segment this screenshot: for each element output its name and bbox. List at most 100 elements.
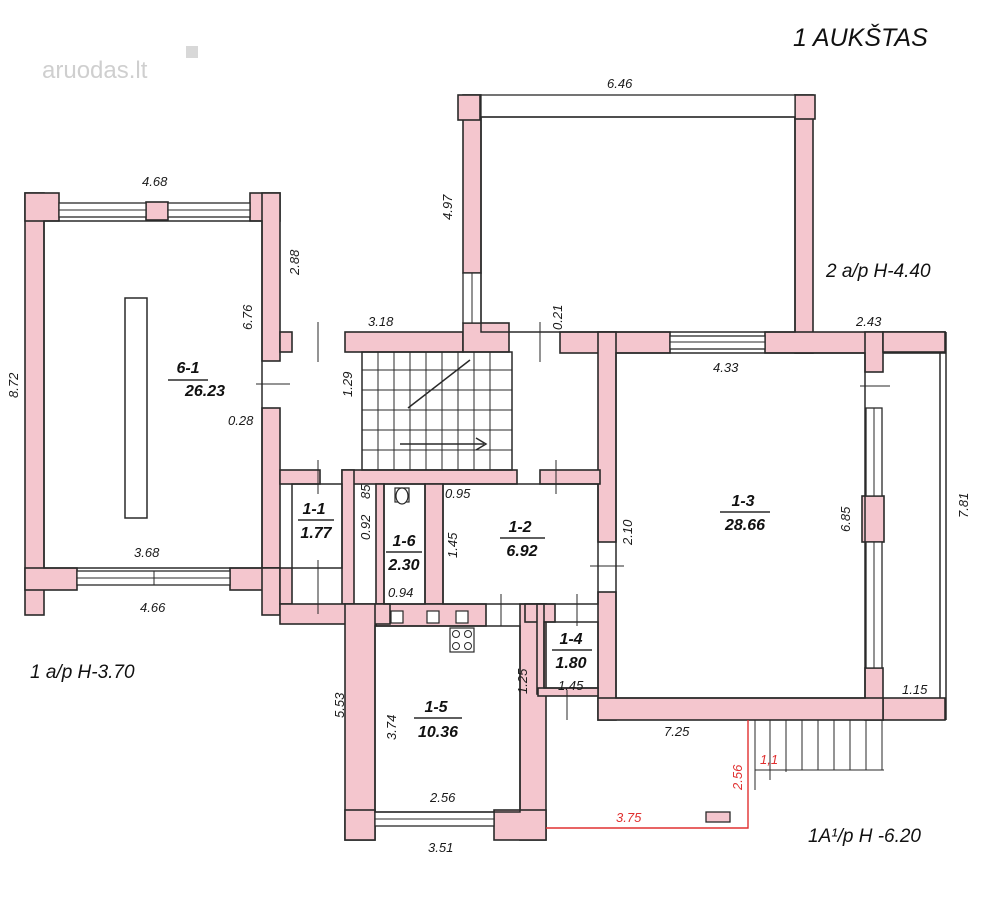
wall-1-6-right — [424, 483, 444, 605]
walls — [24, 94, 946, 841]
watermark-text: aruodas.lt — [42, 57, 148, 84]
dim-label: 85 — [358, 484, 373, 499]
balcony — [939, 332, 947, 720]
room-area: 1.80 — [555, 655, 586, 672]
wall-1-3-bottom — [597, 697, 884, 721]
room-6-1-outline — [43, 220, 263, 569]
level-label-annex: 1A¹/p H -6.20 — [808, 826, 921, 847]
dim-label: 3.74 — [384, 715, 399, 740]
room-1-5-label: 1-5 10.36 — [414, 699, 462, 741]
external-stairs — [754, 720, 884, 790]
room-id: 1-5 — [424, 699, 448, 716]
room-id: 1-1 — [302, 501, 325, 518]
wall-6-1-stub — [261, 567, 281, 616]
dim-label: 1.45 — [558, 678, 584, 693]
wall-6-1-right-lower — [261, 407, 281, 569]
dim-label: 2.56 — [730, 764, 745, 791]
room-1-4-label: 1-4 1.80 — [552, 631, 592, 672]
watermark-house-icon — [186, 46, 198, 58]
dim-label: 1.29 — [340, 372, 355, 397]
dim-label: 3.68 — [134, 545, 160, 560]
room-1-2-outline — [442, 483, 599, 605]
room-1-1-outline — [291, 483, 343, 569]
room-1-2-label: 1-2 6.92 — [500, 519, 545, 560]
room-id: 1-2 — [508, 519, 531, 536]
wall-stair-bottom — [341, 469, 518, 485]
dim-label: 6.76 — [240, 304, 255, 330]
wall-1-4-left — [536, 603, 545, 695]
wall-north-cap-right — [794, 94, 816, 120]
stove-burner-icon — [390, 610, 404, 624]
wall-1-6-left — [375, 483, 385, 605]
dim-label: 8.72 — [6, 372, 21, 398]
wall-6-1-right-upper — [261, 192, 281, 362]
staircase — [361, 351, 513, 471]
dim-label: 2.10 — [620, 519, 635, 546]
wall-1-1-top — [279, 469, 321, 485]
room-labels: 6-1 26.23 1-1 1.77 1-6 2.30 1-2 6.92 1-3… — [168, 360, 770, 741]
room-1-3-label: 1-3 28.66 — [720, 493, 770, 534]
dim-label: 0.28 — [228, 413, 254, 428]
room-6-1-label: 6-1 26.23 — [168, 360, 225, 400]
room-1-4-outline — [543, 621, 599, 689]
dim-label: 2.43 — [855, 314, 882, 329]
room-area: 1.77 — [300, 525, 332, 542]
wall-north-cap-left — [457, 94, 481, 121]
wall-corr-top-a — [279, 331, 293, 353]
room-id: 1-6 — [392, 533, 415, 550]
room-1-1-label: 1-1 1.77 — [298, 501, 334, 542]
wall-corr-top-b — [344, 331, 464, 353]
fridge-icon — [455, 610, 469, 624]
dim-label: 4.68 — [142, 174, 168, 189]
wall-1-1-right — [341, 469, 355, 605]
fixtures — [390, 487, 475, 653]
floor-title: 1 AUKŠTAS — [793, 23, 928, 52]
wall-north-leftbase — [462, 322, 510, 353]
room-id: 6-1 — [176, 360, 199, 377]
room-area: 2.30 — [387, 557, 419, 574]
room-north-outline — [480, 116, 796, 333]
door-markers — [256, 322, 890, 720]
watermark-logo: aruodas.lt — [42, 46, 198, 84]
dim-label: 1,1 — [760, 752, 778, 767]
dim-label: 3.18 — [368, 314, 394, 329]
dim-label: 4.97 — [440, 194, 455, 220]
dim-label: 3.75 — [616, 810, 642, 825]
wall-1-1-left-low — [279, 567, 293, 605]
toilet-icon — [395, 487, 409, 505]
dim-label: 0.21 — [550, 305, 565, 330]
windows — [58, 94, 883, 827]
wall-6-1-left — [24, 192, 45, 616]
room-id: 1-4 — [559, 631, 582, 648]
room-area: 26.23 — [184, 383, 225, 400]
dim-label: 4.33 — [713, 360, 739, 375]
wall-north-left — [462, 94, 482, 274]
dim-label: 4.66 — [140, 600, 166, 615]
wall-1-2-top — [539, 469, 601, 485]
dim-label: 0.94 — [388, 585, 413, 600]
wall-north-right — [794, 94, 814, 354]
wall-1-5-br — [493, 809, 547, 841]
room-area: 28.66 — [724, 517, 765, 534]
room-1-3-outline — [615, 352, 866, 699]
annex-outline — [546, 720, 749, 829]
dim-label: 7.81 — [956, 493, 971, 518]
room-id: 1-3 — [731, 493, 754, 510]
dim-label: 7.25 — [664, 724, 690, 739]
dim-label: 5.53 — [332, 692, 347, 718]
room-area: 10.36 — [418, 724, 458, 741]
dim-label: 1.15 — [902, 682, 928, 697]
room-area: 6.92 — [506, 543, 537, 560]
dim-label: 3.51 — [428, 840, 453, 855]
dimensions: 4.68 2.88 6.76 8.72 0.28 3.68 4.66 6.46 … — [6, 76, 971, 855]
wall-6-1-bottomleft — [24, 567, 78, 591]
level-label-right: 2 a/p H-4.40 — [825, 261, 931, 282]
dim-label: 1.25 — [515, 668, 530, 694]
wall-6-1-topleft — [24, 192, 60, 222]
wall-1-5-bl — [344, 809, 376, 841]
room-1-6-label: 1-6 2.30 — [386, 533, 422, 574]
sink-icon — [426, 610, 440, 624]
wall-1-5-left — [344, 603, 376, 841]
dim-label: 6.46 — [607, 76, 633, 91]
